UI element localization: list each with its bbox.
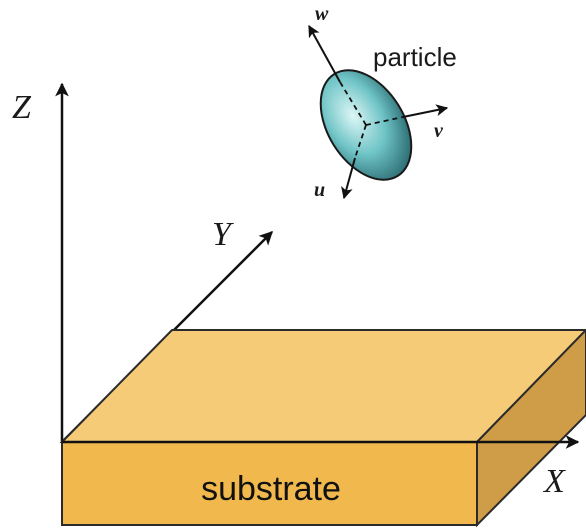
substrate-label: substrate bbox=[201, 470, 341, 508]
substrate: substrate bbox=[59, 328, 586, 528]
particle-w-axis bbox=[308, 24, 341, 83]
w-axis-label: w bbox=[315, 3, 329, 25]
v-axis-label: v bbox=[434, 120, 444, 142]
particle-v-axis bbox=[402, 104, 449, 118]
particle-u-dashed bbox=[354, 124, 367, 159]
y-axis-label: Y bbox=[212, 216, 234, 253]
particle: w v u particle bbox=[308, 3, 457, 201]
u-axis-label: u bbox=[314, 179, 325, 201]
particle-v-dashed bbox=[365, 116, 404, 126]
z-axis-label: Z bbox=[12, 89, 32, 126]
x-axis-label: X bbox=[542, 463, 566, 500]
substrate-front-face bbox=[61, 441, 478, 526]
particle-u-axis bbox=[341, 157, 356, 200]
particle-label: particle bbox=[373, 42, 457, 72]
